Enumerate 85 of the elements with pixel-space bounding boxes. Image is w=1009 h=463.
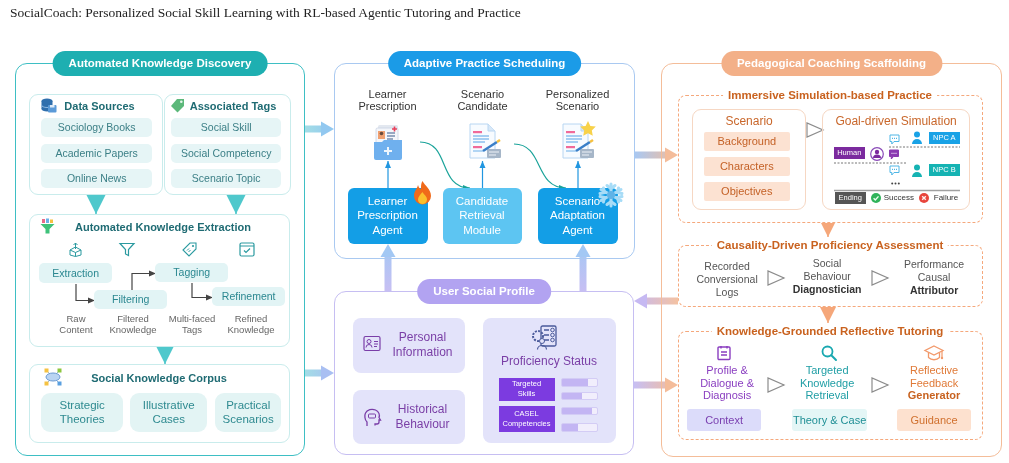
corpus-chip: Practical Scenarios <box>215 393 282 433</box>
step-text: Targeted Knowledge Retrieval <box>798 364 856 402</box>
step-caption: Filtered Knowledge <box>108 313 158 335</box>
step-box: Extraction <box>39 263 113 284</box>
step-text: Social Behaviour Diagnostician <box>791 256 863 296</box>
card-title: Associated Tags <box>189 98 277 113</box>
card <box>692 109 807 211</box>
status-text: Failure <box>933 192 959 203</box>
card-text: Personal Information <box>392 330 453 360</box>
corpus-chip: Illustrative Cases <box>130 393 208 433</box>
info-card <box>352 389 465 444</box>
agent-box: Learner Prescription Agent <box>347 187 428 244</box>
tag-chip: Scenario Topic <box>171 169 282 189</box>
card <box>822 109 971 211</box>
step-text: Reflective Feedback Generator <box>906 364 962 402</box>
output-chip: Context <box>687 409 762 432</box>
step-box: Refinement <box>212 287 286 307</box>
step-label: Personalized Scenario <box>545 87 610 113</box>
chevron-arrow <box>871 377 890 393</box>
info-card <box>352 317 465 373</box>
card-title: Automated Knowledge Extraction <box>75 219 251 234</box>
step-caption: Refined Knowledge <box>226 313 276 335</box>
scenario-chip: Characters <box>703 156 790 176</box>
arrow <box>575 160 581 189</box>
step-label: Learner Prescription <box>358 87 417 113</box>
source-chip: Online News <box>41 169 153 189</box>
card-text: Historical Behaviour <box>395 401 450 432</box>
module-box: Candidate Retrieval Module <box>442 187 522 244</box>
triangle-arrow <box>226 194 246 215</box>
figure-title: SocialCoach: Personalized Social Skill Learning with RL-based Agentic Tutoring and Practice <box>10 5 521 21</box>
corpus-chip: Strategic Theories <box>41 393 124 433</box>
card-title: Social Knowledge Corpus <box>91 370 227 385</box>
triangle-arrow <box>821 222 835 238</box>
step-caption: Raw Content <box>58 313 94 335</box>
block-arrow <box>380 244 396 291</box>
card-title: Goal-driven Simulation <box>835 114 957 129</box>
triangle-arrow <box>820 306 836 324</box>
step-caption: Multi-faced Tags <box>167 313 217 335</box>
step-text: Profile & Dialogue & Diagnosis <box>699 364 755 402</box>
step-box: Tagging <box>155 263 229 283</box>
section-header: Automated Knowledge Discovery <box>52 51 268 76</box>
scenario-chip: Objectives <box>703 181 790 201</box>
arrow <box>191 282 214 301</box>
arrow <box>419 141 471 191</box>
arrow <box>479 160 486 189</box>
block-arrow <box>634 377 678 393</box>
tag-chip: Social Skill <box>171 118 282 138</box>
block-arrow <box>575 244 591 291</box>
card <box>28 363 290 443</box>
chevron-arrow <box>806 122 825 138</box>
source-chip: Academic Papers <box>41 144 153 164</box>
agent-box: Scenario Adaptation Agent <box>537 187 618 244</box>
section-header: Adaptive Practice Scheduling <box>387 51 582 76</box>
card <box>28 213 290 347</box>
source-chip: Sociology Books <box>41 118 153 138</box>
step-text: Recorded Conversional Logs <box>695 259 759 299</box>
scenario-chip: Background <box>703 131 790 151</box>
section-header: User Social Profile <box>417 279 551 304</box>
card-title: Data Sources <box>64 98 135 113</box>
output-chip: Theory & Case <box>792 409 868 432</box>
block-arrow <box>305 365 334 381</box>
chevron-arrow <box>767 270 786 286</box>
chevron-arrow <box>871 270 890 286</box>
triangle-arrow <box>86 194 106 215</box>
output-chip: Guidance <box>897 409 972 432</box>
card-title: Proficiency Status <box>501 353 597 368</box>
step-label: Scenario Candidate <box>457 87 508 113</box>
card-title: Scenario <box>725 114 773 129</box>
step-box: Filtering <box>94 290 168 310</box>
section-header: Pedagogical Coaching Scaffolding <box>720 51 943 76</box>
arrow <box>131 270 157 292</box>
triangle-arrow <box>156 346 174 365</box>
arrow <box>385 160 391 189</box>
card <box>163 93 291 195</box>
status-text: Success <box>883 192 914 203</box>
card <box>28 93 163 195</box>
chevron-arrow <box>767 377 786 393</box>
arrow <box>513 143 567 191</box>
step-text: Performance Causal Attributor <box>903 257 966 297</box>
block-arrow <box>635 147 678 163</box>
block-arrow <box>305 121 334 137</box>
block-arrow <box>634 293 678 309</box>
tag-chip: Social Competency <box>171 144 282 164</box>
arrow <box>75 283 96 304</box>
status-card <box>482 317 616 443</box>
